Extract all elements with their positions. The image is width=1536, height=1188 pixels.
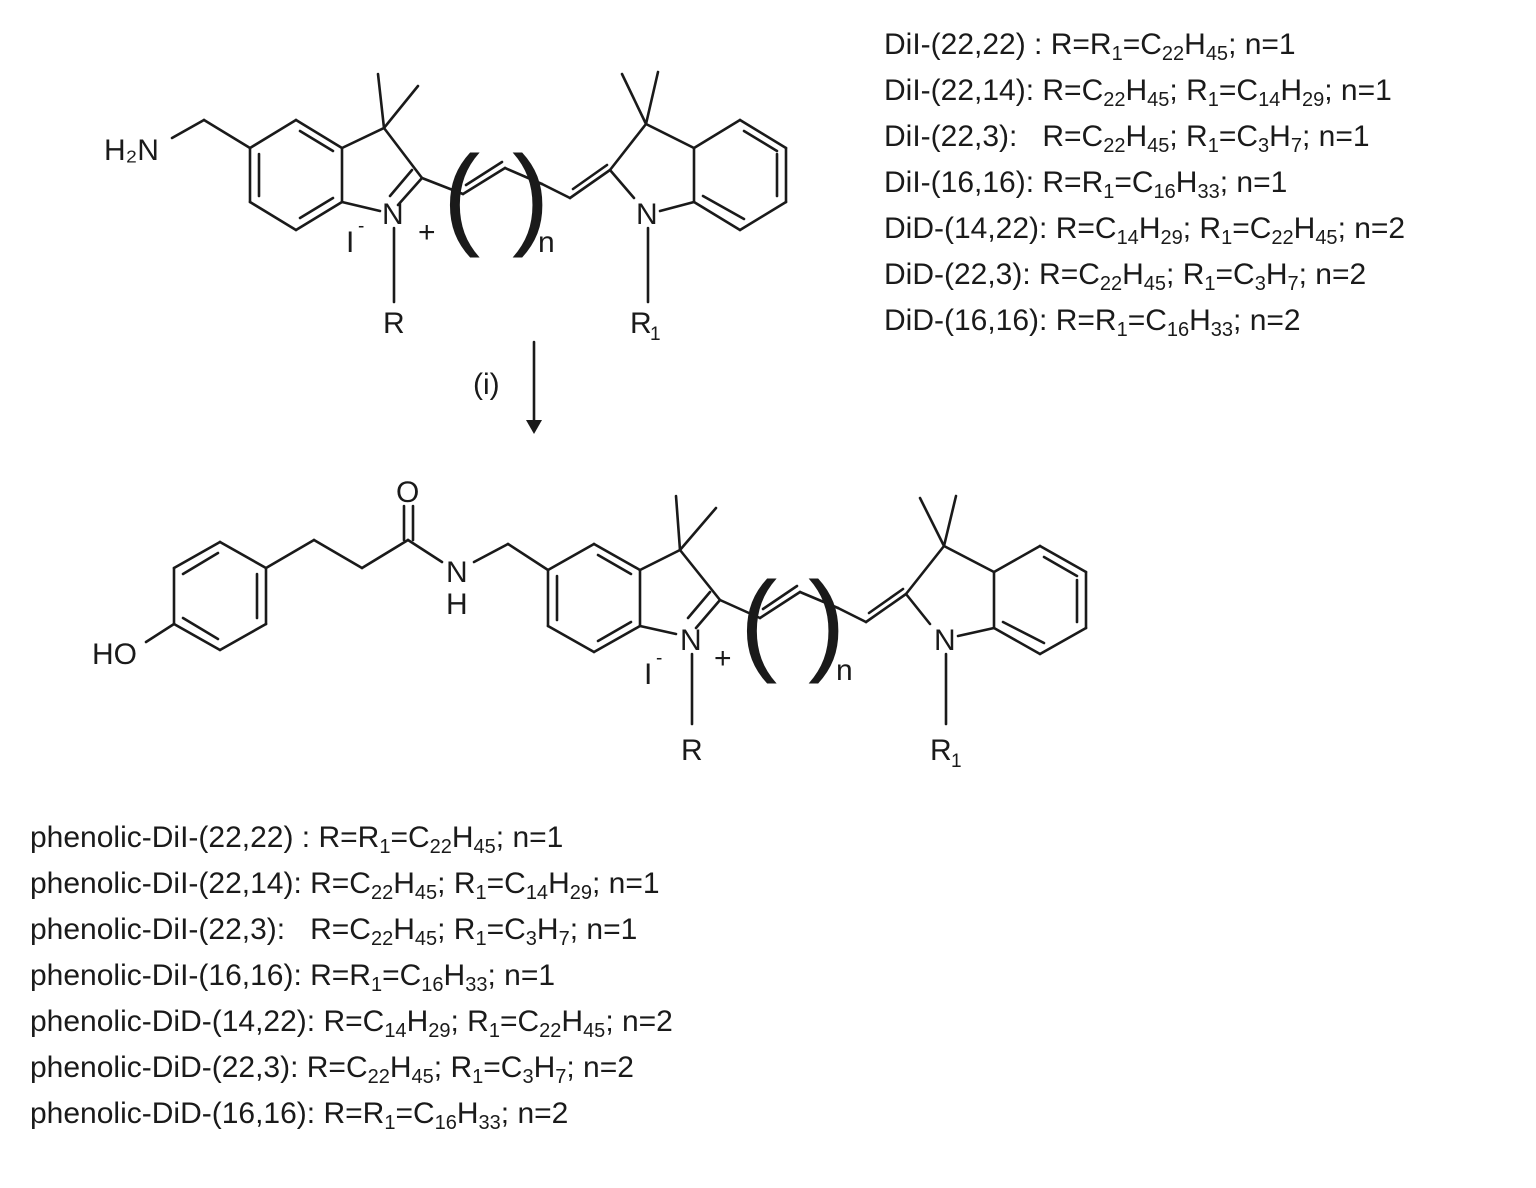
product-r-substituent-label: R — [681, 734, 703, 767]
product-iodide-charge-label: - — [656, 648, 662, 669]
starting-compound-entry-1: DiI-(22,22) : R=R1=C22H45; n=1 — [884, 28, 1296, 65]
phenolic-compound-entry-5: phenolic-DiD-(14,22): R=C14H29; R1=C22H4… — [30, 1005, 673, 1042]
amine-group-label: H₂N — [104, 134, 159, 167]
phenolic-compound-entry-3: phenolic-DiI-(22,3): R=C22H45; R1=C3H7; … — [30, 913, 638, 950]
starting-compound-entry-4: DiI-(16,16): R=R1=C16H33; n=1 — [884, 166, 1288, 203]
r1-substituent-label: R — [630, 307, 652, 340]
product-iodide-label: I — [644, 658, 652, 691]
indolium-nitrogen-label: N — [382, 198, 404, 231]
phenolic-compound-entry-4: phenolic-DiI-(16,16): R=R1=C16H33; n=1 — [30, 959, 556, 996]
reagent-label: (i) — [473, 368, 500, 401]
carbonyl-oxygen-label: O — [396, 476, 419, 509]
iodide-charge-label: - — [358, 216, 364, 237]
product-positive-charge-label: + — [714, 642, 732, 675]
positive-charge-label: + — [418, 216, 436, 249]
phenolic-compound-entry-6: phenolic-DiD-(22,3): R=C22H45; R1=C3H7; … — [30, 1051, 634, 1088]
amide-nitrogen-label: N — [446, 556, 468, 589]
repeat-open-paren: ( — [443, 133, 480, 258]
product-r1-substituent-label: R — [930, 734, 952, 767]
hydroxyl-group-label: HO — [92, 638, 137, 671]
repeat-index-label: n — [538, 226, 555, 259]
product-r1-subscript: 1 — [951, 751, 962, 772]
product-repeat-close-paren: ) — [808, 559, 845, 684]
starting-compound-entry-6: DiD-(22,3): R=C22H45; R1=C3H7; n=2 — [884, 258, 1367, 295]
reaction-arrow: (i) — [473, 340, 542, 434]
phenolic-compound-entry-2: phenolic-DiI-(22,14): R=C22H45; R1=C14H2… — [30, 867, 660, 904]
starting-compound-entry-2: DiI-(22,14): R=C22H45; R1=C14H29; n=1 — [884, 74, 1392, 111]
starting-compound-entry-3: DiI-(22,3): R=C22H45; R1=C3H7; n=1 — [884, 120, 1370, 157]
amide-hydrogen-label: H — [446, 588, 468, 621]
top-bonds — [170, 70, 788, 304]
bottom-bonds — [144, 494, 1088, 726]
indoline-nitrogen-label: N — [636, 198, 658, 231]
product-indolium-nitrogen-label: N — [680, 624, 702, 657]
phenolic-compound-entry-7: phenolic-DiD-(16,16): R=R1=C16H33; n=2 — [30, 1097, 569, 1134]
r-substituent-label: R — [383, 307, 405, 340]
starting-compound-entry-7: DiD-(16,16): R=R1=C16H33; n=2 — [884, 304, 1301, 341]
starting-dye-structure: H₂N N + I - ( ) n N R R 1 — [104, 70, 788, 345]
repeat-close-paren: ) — [512, 133, 549, 258]
iodide-label: I — [346, 226, 354, 259]
r1-subscript: 1 — [650, 324, 661, 345]
product-indoline-nitrogen-label: N — [934, 624, 956, 657]
starting-compound-entry-5: DiD-(14,22): R=C14H29; R1=C22H45; n=2 — [884, 212, 1406, 249]
product-repeat-index-label: n — [836, 654, 853, 687]
product-repeat-open-paren: ( — [740, 559, 777, 684]
phenolic-dye-structure: HO O N H N + I - ( ) n N R R 1 — [92, 476, 1088, 772]
phenolic-compound-entry-1: phenolic-DiI-(22,22) : R=R1=C22H45; n=1 — [30, 821, 564, 858]
arrow-head-icon — [526, 420, 542, 434]
phenolic-compound-list: phenolic-DiI-(22,22) : R=R1=C22H45; n=1 p… — [30, 815, 673, 1137]
